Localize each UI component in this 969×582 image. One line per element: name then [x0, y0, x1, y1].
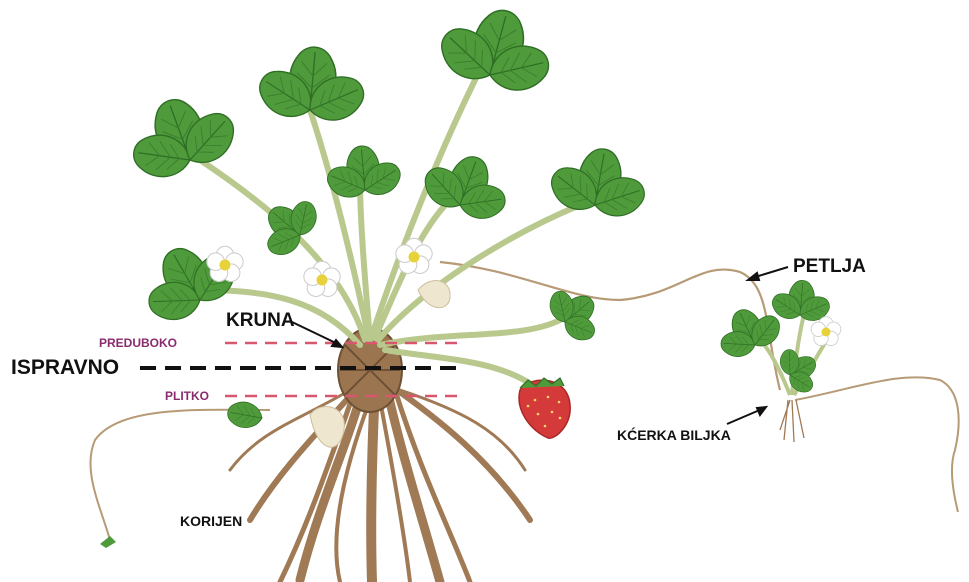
ripe-strawberry: [519, 380, 570, 438]
label-plitko: PLITKO: [165, 390, 209, 402]
label-preduboko: PREDUBOKO: [99, 337, 177, 349]
runner: [440, 262, 780, 390]
label-ispravno: ISPRAVNO: [11, 357, 119, 378]
runner-leaf-left: [226, 400, 265, 431]
daughter-plant: [707, 278, 841, 442]
runner-tip-leaf: [100, 536, 116, 548]
label-kcerka-biljka: KĆERKA BILJKA: [617, 428, 731, 442]
label-kruna: KRUNA: [226, 311, 295, 330]
runner-end: [795, 377, 959, 512]
label-petlja: PETLJA: [793, 257, 866, 276]
label-korijen: KORIJEN: [180, 514, 242, 528]
unripe-berry: [418, 281, 450, 308]
unripe-berry-2: [310, 407, 344, 448]
